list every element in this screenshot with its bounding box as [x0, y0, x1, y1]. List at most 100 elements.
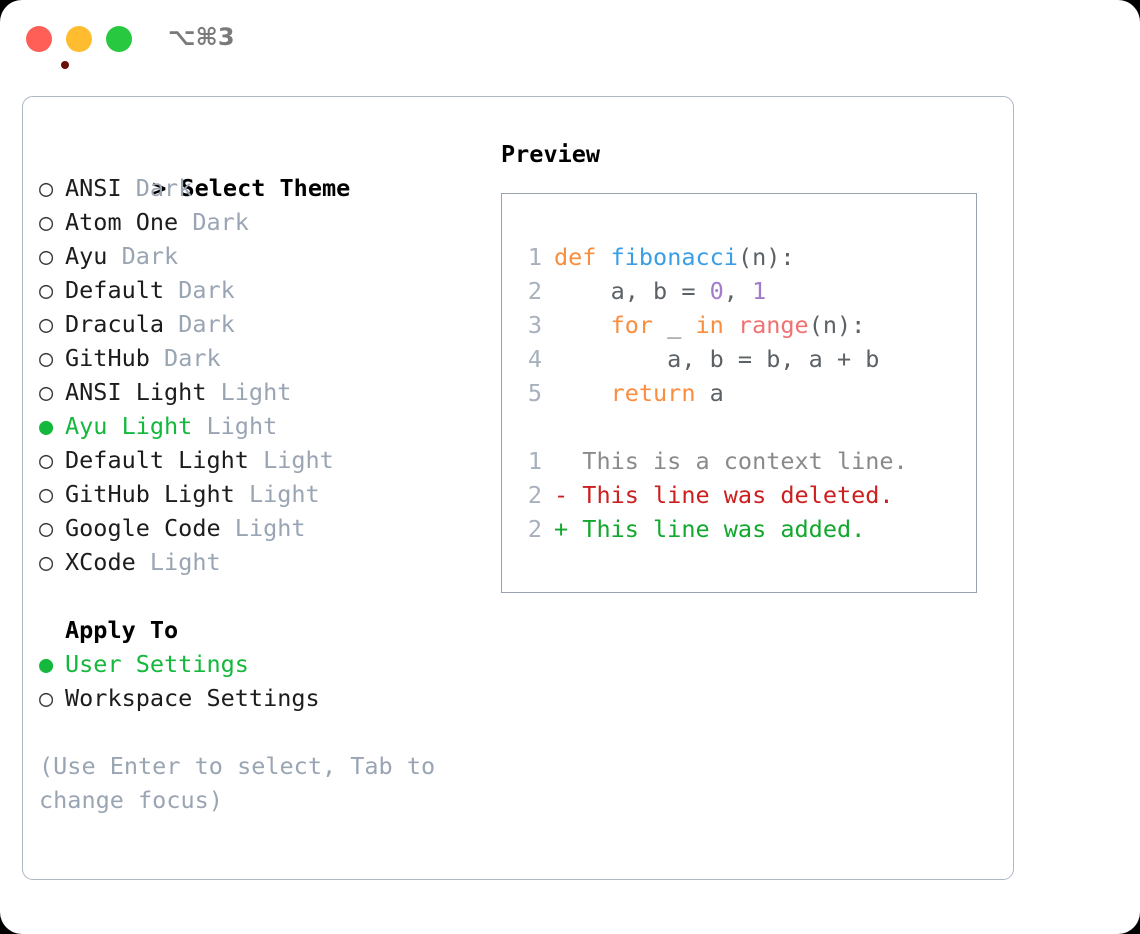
- radio-unselected-icon: ○: [39, 208, 54, 236]
- theme-list-item[interactable]: ○Google Code Light: [39, 511, 469, 545]
- theme-name-label: GitHub Light: [65, 480, 235, 508]
- theme-variant-label: Light: [206, 412, 278, 440]
- code-token: ,: [723, 277, 753, 305]
- diff-marker: +: [554, 515, 583, 543]
- apply-to-header-label: Apply To: [65, 616, 179, 644]
- theme-list-item[interactable]: ○Default Dark: [39, 273, 469, 307]
- theme-variant-label: Dark: [164, 344, 221, 372]
- theme-list-item[interactable]: ○ ANSI Light Light: [39, 375, 469, 409]
- preview-divider: [516, 410, 908, 444]
- code-line: 3 for _ in range(n):: [516, 308, 908, 342]
- diff-marker: [554, 447, 582, 475]
- theme-name-label: Ayu: [65, 242, 108, 270]
- theme-variant-label: Dark: [178, 276, 235, 304]
- code-token: fibonacci: [610, 243, 738, 271]
- code-token: [724, 311, 738, 339]
- radio-unselected-icon: ○: [39, 174, 54, 202]
- radio-selected-icon: ●: [39, 412, 54, 440]
- code-token: a: [695, 379, 724, 407]
- theme-variant-label: Light: [149, 548, 221, 576]
- select-theme-prompt: >: [152, 174, 181, 202]
- theme-variant-label: Light: [248, 480, 320, 508]
- code-token: a, b = b, a + b: [554, 345, 880, 373]
- code-line-number: 3: [527, 311, 542, 339]
- code-token: range: [737, 311, 809, 339]
- theme-variant-label: Dark: [178, 310, 235, 338]
- apply-to-item[interactable]: ●User Settings: [39, 647, 469, 681]
- theme-name-label: XCode: [65, 548, 136, 576]
- titlebar-shortcut-label: ⌥⌘3: [168, 23, 235, 51]
- code-token: (n):: [808, 311, 866, 339]
- theme-name-label: Ayu Light: [65, 412, 193, 440]
- theme-selector-column: > Select Theme ○ANSI Dark○Atom One Dark○…: [39, 137, 469, 817]
- apply-to-list: ●User Settings○Workspace Settings: [39, 647, 469, 715]
- theme-name-label: ANSI Light: [65, 378, 207, 406]
- code-token: [596, 243, 610, 271]
- spacer: [192, 412, 206, 440]
- radio-unselected-icon: ○: [39, 310, 54, 338]
- theme-name-label: GitHub: [65, 344, 150, 372]
- maximize-button[interactable]: [106, 26, 132, 52]
- code-token: return: [610, 379, 696, 407]
- diff-line: 2+ This line was added.: [516, 512, 908, 546]
- theme-variant-label: Dark: [192, 208, 249, 236]
- code-token: 1: [752, 277, 767, 305]
- minimize-button[interactable]: [66, 26, 92, 52]
- theme-list-item[interactable]: ○ANSI Dark: [39, 171, 469, 205]
- theme-list: ○ANSI Dark○Atom One Dark○Ayu Dark○Defaul…: [39, 171, 469, 579]
- radio-selected-icon: ●: [39, 650, 54, 678]
- spacer: [178, 208, 192, 236]
- radio-unselected-icon: ○: [39, 378, 54, 406]
- code-line: 4 a, b = b, a + b: [516, 342, 908, 376]
- close-button[interactable]: [26, 26, 69, 69]
- keyboard-hint-text: (Use Enter to select, Tab to change focu…: [39, 752, 436, 814]
- theme-list-item[interactable]: ○GitHub Dark: [39, 341, 469, 375]
- theme-picker-panel: > Select Theme ○ANSI Dark○Atom One Dark○…: [22, 96, 1014, 880]
- apply-to-item[interactable]: ○Workspace Settings: [39, 681, 469, 715]
- title-bar: ⌥⌘3: [0, 0, 1140, 78]
- code-token: for: [610, 311, 654, 339]
- radio-unselected-icon: ○: [39, 684, 54, 712]
- theme-list-item[interactable]: ● Ayu Light Light: [39, 409, 469, 443]
- diff-text: This is a context line.: [582, 447, 908, 475]
- diff-line-number: 1: [527, 447, 542, 475]
- code-token: [554, 311, 611, 339]
- theme-name-label: Dracula: [65, 310, 165, 338]
- theme-list-item[interactable]: ○GitHub Light Light: [39, 477, 469, 511]
- radio-unselected-icon: ○: [39, 446, 54, 474]
- select-theme-header: > Select Theme: [39, 137, 469, 202]
- close-icon: [61, 61, 69, 69]
- code-line-number: 4: [527, 345, 542, 373]
- spacer: [150, 344, 164, 372]
- spacer: [122, 174, 136, 202]
- code-line-number: 1: [527, 243, 542, 271]
- theme-list-item[interactable]: ○Atom One Dark: [39, 205, 469, 239]
- theme-list-item[interactable]: ○XCode Light: [39, 545, 469, 579]
- apply-to-header: Apply To: [39, 613, 469, 647]
- spacer: [221, 514, 235, 542]
- code-token: [554, 379, 611, 407]
- radio-unselected-icon: ○: [39, 276, 54, 304]
- spacer: [249, 446, 263, 474]
- theme-list-item[interactable]: ○Ayu Dark: [39, 239, 469, 273]
- code-line: 5 return a: [516, 376, 908, 410]
- code-token: in: [695, 311, 724, 339]
- diff-marker: -: [554, 481, 583, 509]
- code-token: _: [653, 311, 696, 339]
- diff-line-number: 2: [527, 481, 542, 509]
- code-line-number: 5: [527, 379, 542, 407]
- spacer: [136, 548, 150, 576]
- select-theme-title: Select Theme: [180, 174, 351, 202]
- theme-list-item[interactable]: ○ Dracula Dark: [39, 307, 469, 341]
- theme-variant-label: Light: [234, 514, 306, 542]
- spacer: [235, 480, 249, 508]
- diff-text: This line was deleted.: [582, 481, 894, 509]
- code-line-number: 2: [527, 277, 542, 305]
- theme-list-item[interactable]: ○Default Light Light: [39, 443, 469, 477]
- preview-title: Preview: [501, 140, 601, 168]
- diff-line-number: 2: [527, 515, 542, 543]
- theme-variant-label: Light: [220, 378, 292, 406]
